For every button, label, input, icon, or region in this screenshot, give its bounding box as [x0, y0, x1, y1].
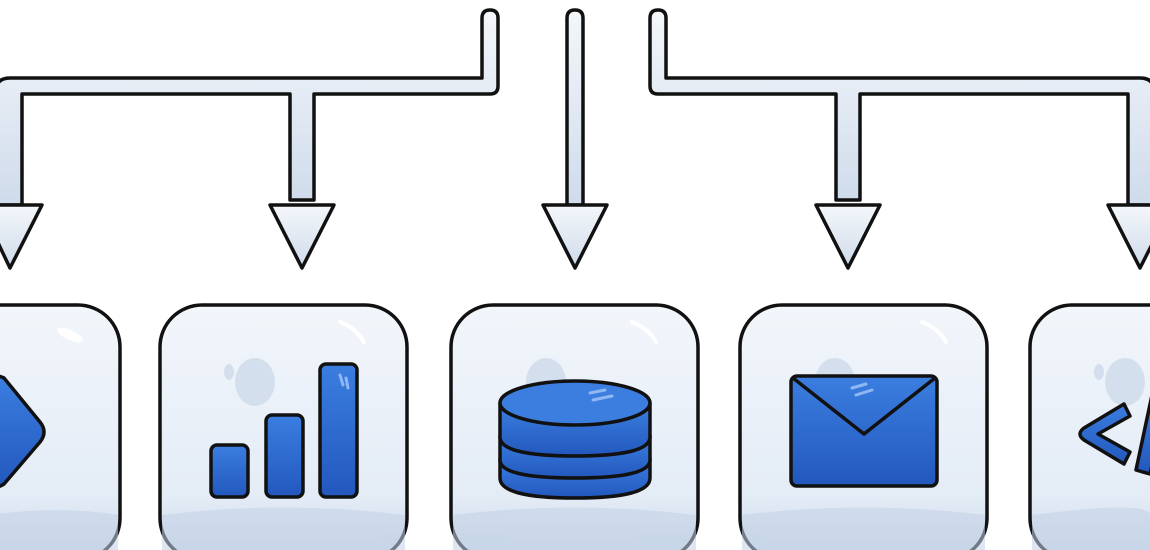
arrow-to-database — [541, 8, 609, 270]
play-icon — [0, 374, 46, 489]
bar-chart-tile — [158, 303, 409, 550]
arrow-to-bar-chart — [268, 203, 336, 270]
code-tile — [1028, 303, 1150, 550]
database-icon — [498, 379, 652, 500]
tile-shading — [0, 507, 1150, 550]
arrow-to-play — [0, 8, 500, 270]
mail-tile — [738, 303, 989, 550]
envelope-icon — [789, 374, 939, 488]
arrow-to-code — [1106, 203, 1150, 270]
database-tile — [449, 303, 700, 550]
play-tile — [0, 303, 122, 550]
code-icon — [1078, 395, 1150, 476]
arrow-to-mail — [648, 8, 1150, 270]
bar-chart-icon — [209, 362, 359, 499]
